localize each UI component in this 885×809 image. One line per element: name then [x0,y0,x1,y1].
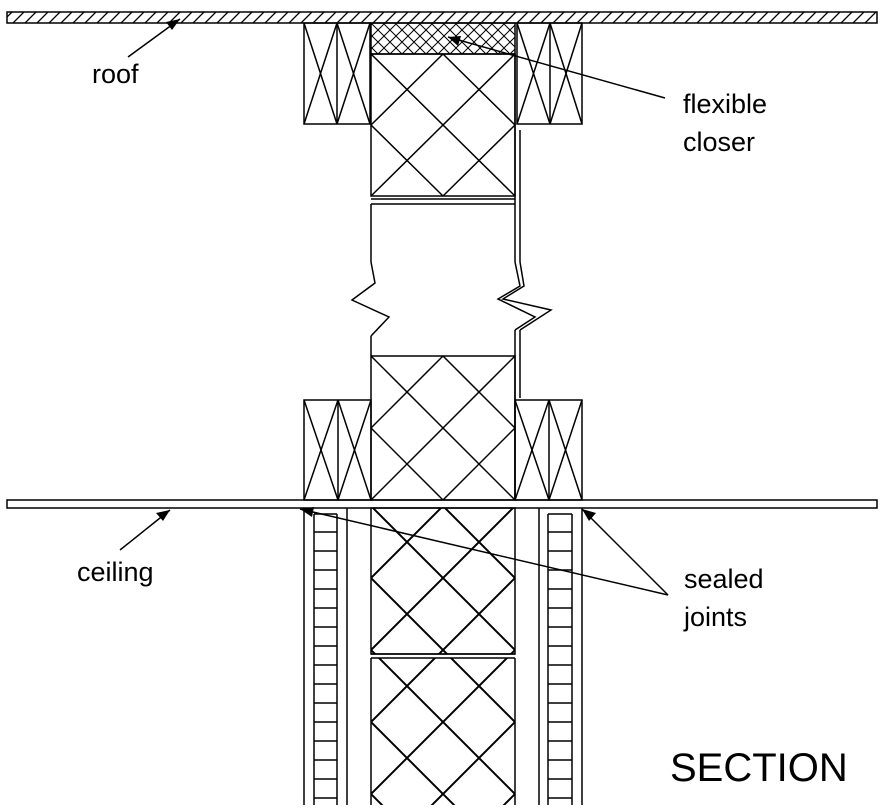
roof-label: roof [92,59,139,89]
lower-duct-section-1 [370,507,516,655]
flexible-closer-label-line1: flexible [683,89,768,119]
flexible-closer-arrowhead [448,36,461,46]
roof-block-right [516,22,583,125]
sealed-joints-leader-right [581,508,669,596]
left-break-line [350,204,391,356]
sealed-joints-label-line1: sealed [684,564,764,594]
roof-arrowhead [166,19,180,30]
sealed-joints-arrowhead-left [300,507,314,517]
right-wall-ladder [538,508,583,805]
roof-deck [6,11,878,24]
flexible-closer-label-line2: closer [683,127,756,157]
upper-insulation-block [370,53,516,197]
ceiling-block-right [514,399,583,501]
left-wall-ladder [303,508,348,805]
sealed-joints-label-line2: joints [684,602,748,632]
ceiling-board [6,499,878,509]
section-title: SECTION [670,746,848,790]
sealed-joints-arrowhead-right [582,509,596,521]
upper-band [371,198,515,205]
lower-duct-section-2 [370,658,516,805]
lower-band [371,653,515,659]
ceiling-arrowhead [156,510,170,521]
roof-block-left [303,22,371,125]
right-break-line [496,54,553,500]
ceiling-block-left [303,399,372,501]
flexible-closer-leader [447,36,666,99]
lower-insulation-block [370,355,516,501]
sealed-joints-leader-left [299,508,669,596]
ceiling-label: ceiling [77,557,154,587]
